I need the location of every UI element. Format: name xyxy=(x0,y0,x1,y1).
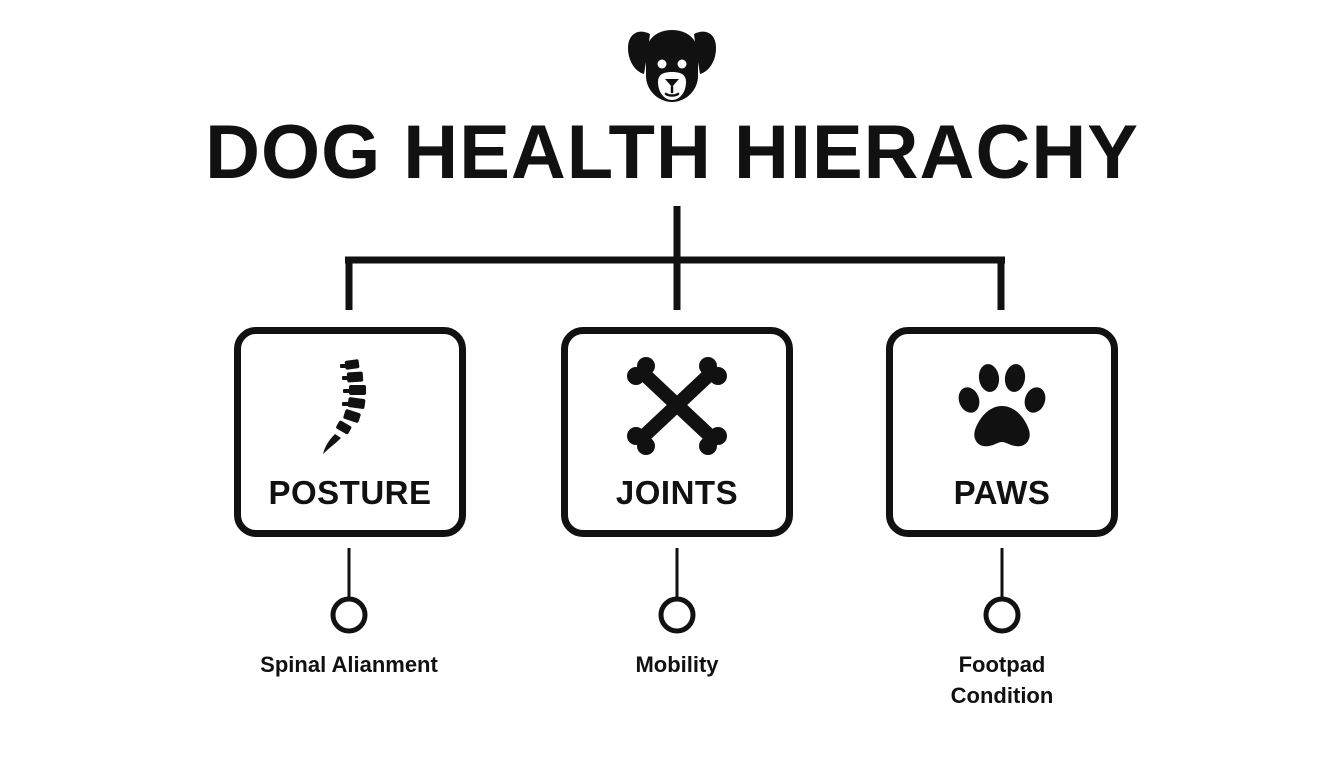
spine-icon xyxy=(323,359,366,454)
card-label-paws: PAWS xyxy=(953,474,1051,511)
detail-node-posture xyxy=(330,596,368,634)
dog-face-icon xyxy=(628,30,716,102)
crossed-bones-icon xyxy=(627,357,727,455)
detail-label-joints: Mobility xyxy=(635,652,719,677)
category-card-posture: POSTURE xyxy=(234,327,466,537)
diagram-title: DOG HEALTH HIERACHY xyxy=(205,110,1139,195)
paw-print-icon xyxy=(958,364,1046,447)
detail-label-posture: Spinal Alianment xyxy=(260,652,438,677)
detail-node-joints xyxy=(658,596,696,634)
category-card-joints: JOINTS xyxy=(561,327,793,537)
card-label-joints: JOINTS xyxy=(615,474,739,511)
card-label-posture: POSTURE xyxy=(268,474,432,511)
detail-label-paws: Footpad Condition xyxy=(950,652,1054,708)
category-card-paws: PAWS xyxy=(886,327,1118,537)
detail-node-paws xyxy=(983,596,1021,634)
